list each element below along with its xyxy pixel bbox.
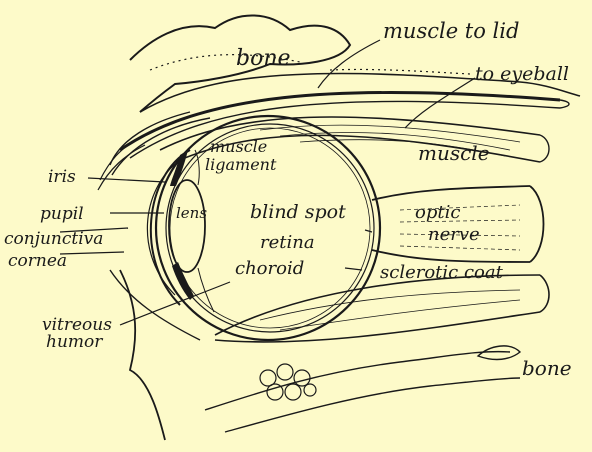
label-lens: lens (176, 204, 207, 222)
label-iris: iris (48, 167, 76, 187)
label-sclerotic-coat: sclerotic coat (380, 262, 504, 283)
label-bone-top: bone (236, 46, 291, 71)
label-choroid: choroid (235, 258, 304, 279)
label-retina: retina (260, 232, 315, 253)
label-pupil: pupil (40, 204, 84, 224)
label-muscle-small: muscle (210, 137, 267, 156)
label-nerve: nerve (428, 224, 480, 245)
label-conjunctiva: conjunctiva (4, 229, 103, 249)
label-optic: optic (415, 202, 460, 223)
label-cornea: cornea (8, 251, 67, 271)
label-bone-bottom: bone (522, 356, 572, 380)
label-blind-spot: blind spot (250, 201, 346, 223)
labels: bone muscle to lid to eyeball muscle iri… (4, 19, 572, 380)
label-muscle: muscle (418, 141, 490, 165)
label-humor: humor (46, 332, 103, 352)
label-to-eyeball: to eyeball (475, 63, 569, 85)
label-ligament: ligament (205, 155, 277, 174)
label-muscle-to-lid: muscle to lid (383, 19, 519, 43)
